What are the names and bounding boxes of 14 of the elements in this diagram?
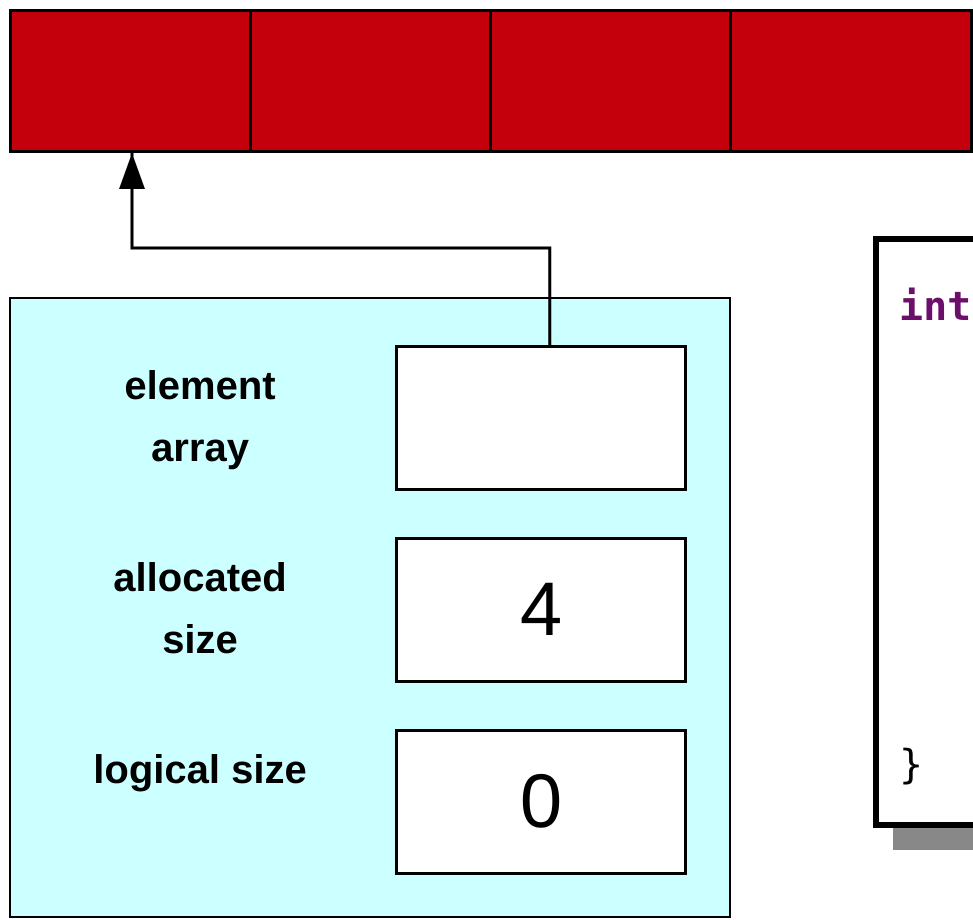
array-cell xyxy=(729,9,973,153)
field-value: 4 xyxy=(520,572,562,648)
code-brace: } xyxy=(899,742,924,788)
field-box xyxy=(395,729,687,875)
field-label: logical size xyxy=(92,747,308,794)
field-label: allocated size xyxy=(112,555,288,664)
code-keyword: int xyxy=(899,284,972,330)
field-label: element array xyxy=(123,363,277,472)
struct-panel xyxy=(9,297,731,918)
code-panel xyxy=(873,236,973,828)
field-box xyxy=(395,537,687,683)
field-box xyxy=(395,345,687,491)
field-value: 0 xyxy=(520,764,562,840)
pointer-arrow xyxy=(119,153,552,345)
